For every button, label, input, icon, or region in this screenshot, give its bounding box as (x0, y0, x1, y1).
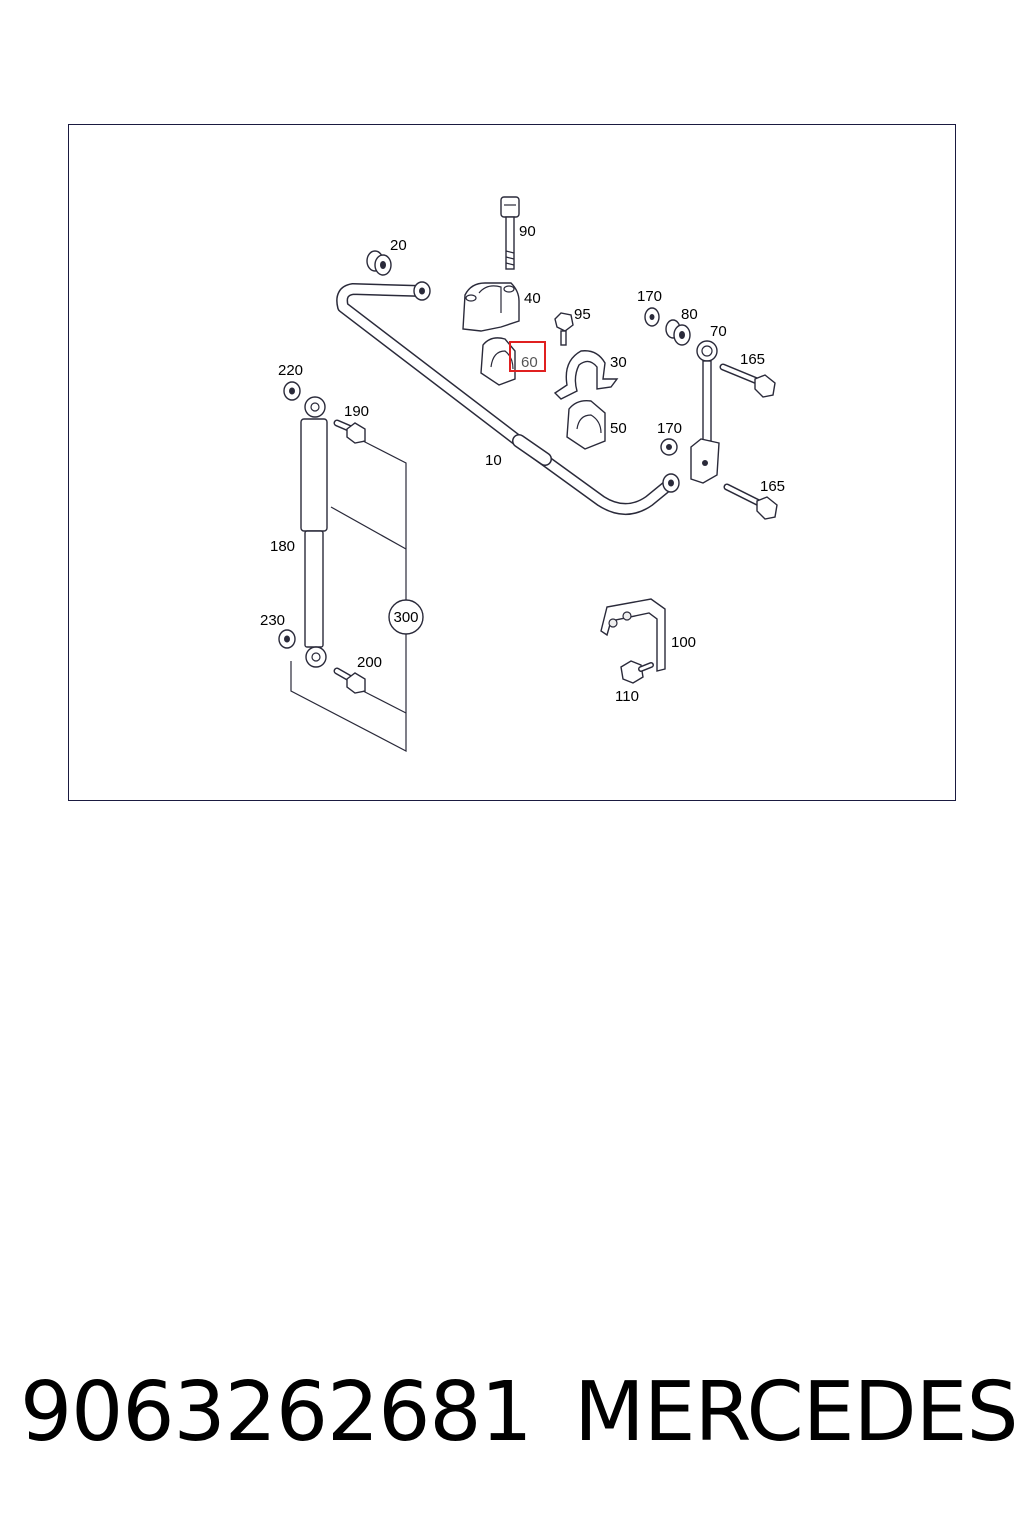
callout-70: 70 (710, 323, 727, 340)
clamp-30 (553, 350, 619, 400)
bracket-40 (462, 282, 520, 332)
bolt-110 (620, 660, 654, 684)
callout-50: 50 (610, 420, 627, 437)
stabilizer-bar (336, 281, 680, 515)
callout-300: 300 (393, 609, 418, 626)
bushing-50 (566, 399, 606, 450)
callout-95: 95 (574, 306, 591, 323)
callout-20: 20 (390, 237, 407, 254)
bushing-20 (366, 250, 392, 276)
callout-200: 200 (357, 654, 382, 671)
bolt-165-bottom (723, 483, 778, 520)
callout-90: 90 (519, 223, 536, 240)
bushing-60 (480, 337, 516, 386)
highlight-box-60[interactable] (509, 341, 546, 372)
callout-100: 100 (671, 634, 696, 651)
callout-60: 60 (521, 354, 538, 371)
footer-caption: 9063262681 MERCEDES (0, 1365, 1024, 1475)
callout-110: 110 (615, 688, 639, 705)
callout-170-top: 170 (637, 288, 662, 305)
washer-170-top (644, 307, 660, 327)
parts-diagram-frame: 10 20 30 40 50 60 70 80 90 95 100 110 16… (68, 124, 956, 801)
group-300-lines (290, 440, 424, 752)
callout-180: 180 (270, 538, 295, 555)
callout-230: 230 (260, 612, 285, 629)
group-300-circle (388, 599, 424, 635)
bolt-200 (333, 667, 366, 694)
callout-165-top: 165 (740, 351, 765, 368)
parts-diagram: 10 20 30 40 50 60 70 80 90 95 100 110 16… (260, 196, 785, 752)
bolt-190 (333, 419, 366, 444)
callout-10: 10 (485, 452, 502, 469)
link-rod-70 (690, 340, 720, 484)
brand-name: MERCEDES (574, 1365, 1019, 1460)
callout-80: 80 (681, 306, 698, 323)
bolt-90 (500, 196, 520, 270)
shock-absorber-180 (278, 381, 328, 668)
callout-220: 220 (278, 362, 303, 379)
washer-170-bottom (660, 438, 678, 456)
mounting-bracket-100 (600, 598, 666, 672)
callout-165-bottom: 165 (760, 478, 785, 495)
callout-190: 190 (344, 403, 369, 420)
bushing-80 (665, 319, 691, 346)
callout-170-bottom: 170 (657, 420, 682, 437)
bolt-165-top (719, 363, 776, 398)
callout-40: 40 (524, 290, 541, 307)
screw-95 (554, 312, 574, 346)
part-number: 9063262681 (20, 1365, 533, 1460)
callout-30: 30 (610, 354, 627, 371)
